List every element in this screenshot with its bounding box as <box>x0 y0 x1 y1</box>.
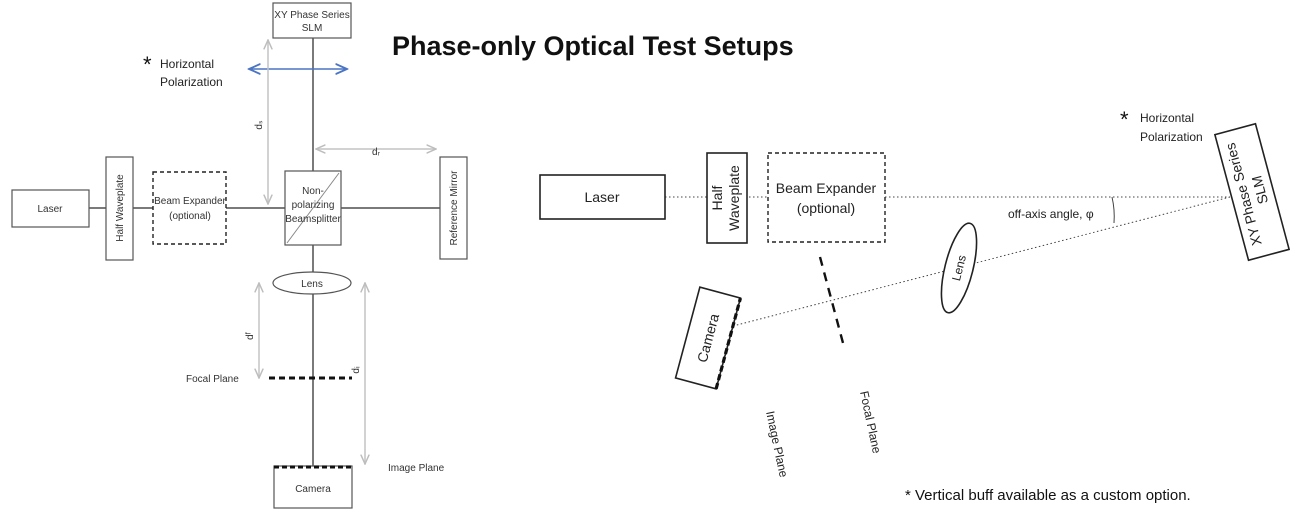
right-laser-label: Laser <box>584 189 619 205</box>
right-half-waveplate-label-2: Waveplate <box>726 165 742 231</box>
right-beam-expander-box <box>767 152 886 243</box>
di-label: dᵢ <box>351 366 362 374</box>
right-polarization-star: * <box>1120 107 1129 132</box>
right-polarization-label-1: Horizontal <box>1140 111 1194 125</box>
left-reference-mirror-label: Reference Mirror <box>449 170 460 246</box>
off-axis-angle-arc <box>1111 196 1115 224</box>
right-slm: XY Phase Series SLM <box>1213 122 1290 262</box>
right-beam-expander-label-1: Beam Expander <box>776 180 877 196</box>
right-lens-label: Lens <box>949 254 969 283</box>
df-label: dᶠ <box>245 331 256 340</box>
left-camera-box <box>273 465 353 509</box>
left-slm-box <box>272 2 352 39</box>
left-focal-plane-label: Focal Plane <box>186 374 239 385</box>
left-beamsplitter-label-3: Beamsplitter <box>285 214 341 225</box>
left-image-plane-label: Image Plane <box>388 463 445 474</box>
left-polarization-label-2: Polarization <box>160 75 223 89</box>
left-beamsplitter-label-2: polarizing <box>292 200 335 211</box>
right-camera-sensor-edge <box>714 297 742 390</box>
left-lens-ellipse <box>272 271 352 295</box>
right-reflected-beam <box>732 196 1231 327</box>
left-lens-label: Lens <box>301 279 323 290</box>
left-camera-label: Camera <box>295 484 331 495</box>
left-slm-label-2: SLM <box>302 23 323 34</box>
left-slm-label-1: XY Phase Series <box>274 10 349 21</box>
right-slm-label-2: SLM <box>1248 174 1271 206</box>
ds-label: dₛ <box>254 120 265 130</box>
right-half-waveplate-label-1: Half <box>709 185 725 210</box>
right-camera: Camera <box>674 286 742 390</box>
right-laser-box <box>539 174 666 220</box>
left-polarization-label-1: Horizontal <box>160 57 214 71</box>
left-beam-expander-label-1: Beam Expander <box>154 196 226 207</box>
left-beam-expander-box <box>152 171 227 245</box>
right-image-plane-label: Image Plane <box>763 410 791 479</box>
right-half-waveplate-box <box>706 152 748 244</box>
right-setup: Laser Half Waveplate Beam Expander (opti… <box>539 107 1290 479</box>
beamsplitter-diagonal <box>286 172 340 244</box>
right-focal-plane-line <box>818 256 845 344</box>
page-title: Phase-only Optical Test Setups <box>392 31 794 61</box>
dr-label: dᵣ <box>372 147 381 158</box>
left-half-waveplate-box <box>105 156 134 261</box>
right-lens: Lens <box>940 222 978 314</box>
left-reference-mirror-box <box>439 156 468 260</box>
right-beam-expander-label-2: (optional) <box>797 200 855 216</box>
left-laser-box <box>11 189 90 228</box>
right-lens-ellipse <box>940 222 978 314</box>
left-polarization-star: * <box>143 52 152 77</box>
footnote: * Vertical buff available as a custom op… <box>905 487 1191 504</box>
left-beamsplitter-label-1: Non- <box>302 186 324 197</box>
left-half-waveplate-label: Half Waveplate <box>115 174 126 242</box>
left-laser-label: Laser <box>37 204 63 215</box>
off-axis-angle-label: off-axis angle, φ <box>1008 207 1094 221</box>
right-polarization-label-2: Polarization <box>1140 130 1203 144</box>
right-focal-plane-label: Focal Plane <box>857 390 884 455</box>
right-slm-box <box>1213 122 1290 262</box>
left-beam-expander-label-2: (optional) <box>169 211 211 222</box>
left-setup: XY Phase Series SLM * Horizontal Polariz… <box>11 2 468 509</box>
